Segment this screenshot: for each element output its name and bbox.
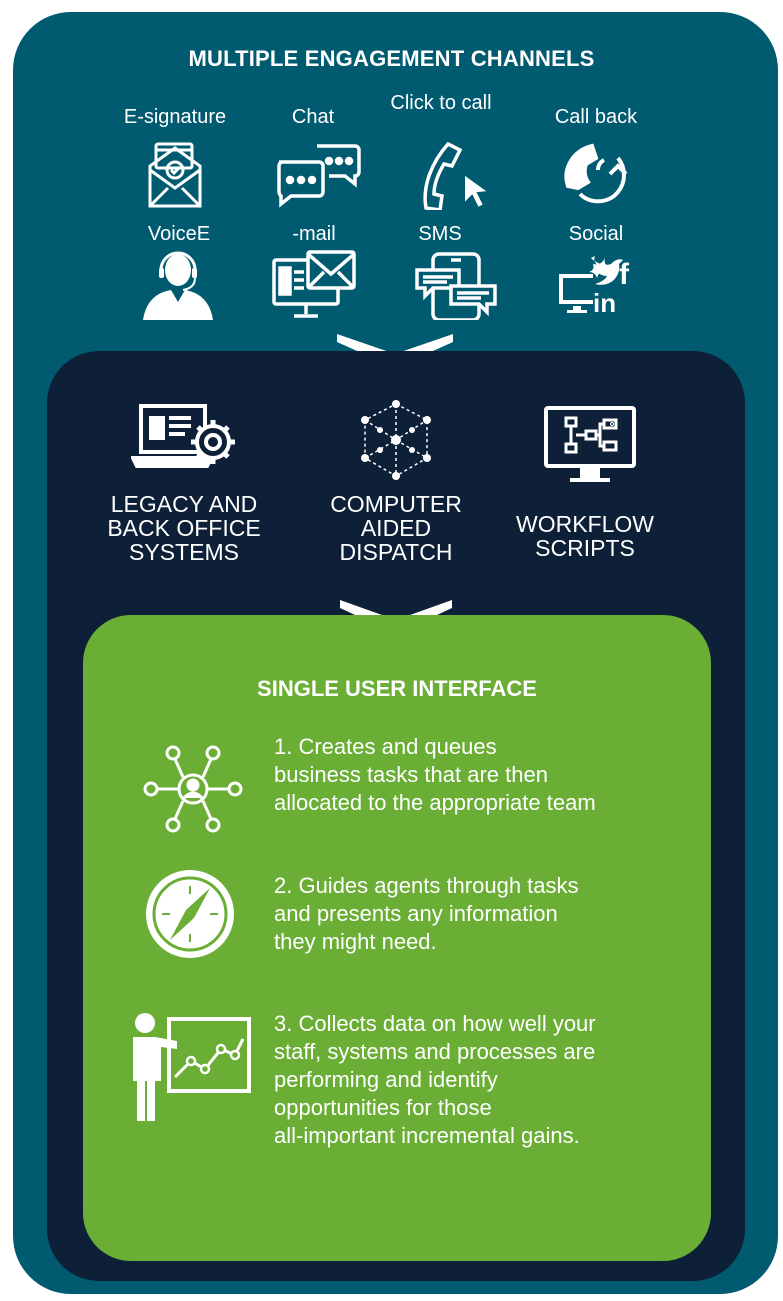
- laptop-gear-icon: [131, 402, 241, 474]
- envelope-check-icon: [130, 140, 220, 210]
- network-cube-icon: [357, 400, 435, 482]
- channel-label-call-back: Call back: [554, 106, 638, 128]
- user-network-icon: [143, 745, 243, 833]
- channel-label-chat: Chat: [291, 106, 335, 128]
- svg-text:f: f: [619, 258, 630, 291]
- feature-text-collects: 3. Collects data on how well your staff,…: [274, 1011, 596, 1148]
- presenter-chart-icon: [129, 1011, 251, 1125]
- phone-callback-icon: [550, 140, 640, 210]
- system-label-workflow: WORKFLOW SCRIPTS: [516, 511, 654, 561]
- system-label-legacy: LEGACY AND BACK OFFICE SYSTEMS: [107, 491, 261, 565]
- feature-text-guides: 2. Guides agents through tasks and prese…: [274, 873, 579, 954]
- channel-label-esignature: E-signature: [123, 106, 227, 128]
- monitor-mail-icon: [268, 250, 358, 320]
- chat-bubbles-icon: [273, 140, 363, 210]
- feature-text-queues: 1. Creates and queues business tasks tha…: [274, 734, 596, 815]
- channel-label-social: Social: [568, 223, 624, 245]
- monitor-flowchart-icon: [542, 404, 638, 488]
- channel-label-sms: SMS: [418, 223, 462, 245]
- interface-title: SINGLE USER INTERFACE: [257, 676, 537, 701]
- channel-label-click-to-call: Click to call: [390, 92, 492, 114]
- svg-text:in: in: [593, 288, 616, 318]
- channel-label-voice: VoiceE: [147, 223, 211, 245]
- phone-cursor-icon: [408, 140, 498, 210]
- channel-label-email: -mail: [292, 223, 336, 245]
- social-media-icon: f in: [553, 250, 643, 320]
- system-label-dispatch: COMPUTER AIDED DISPATCH: [330, 491, 462, 565]
- channels-title: MULTIPLE ENGAGEMENT CHANNELS: [188, 46, 595, 71]
- headset-agent-icon: [133, 250, 223, 320]
- compass-icon: [142, 866, 238, 962]
- phone-messages-icon: [411, 250, 501, 320]
